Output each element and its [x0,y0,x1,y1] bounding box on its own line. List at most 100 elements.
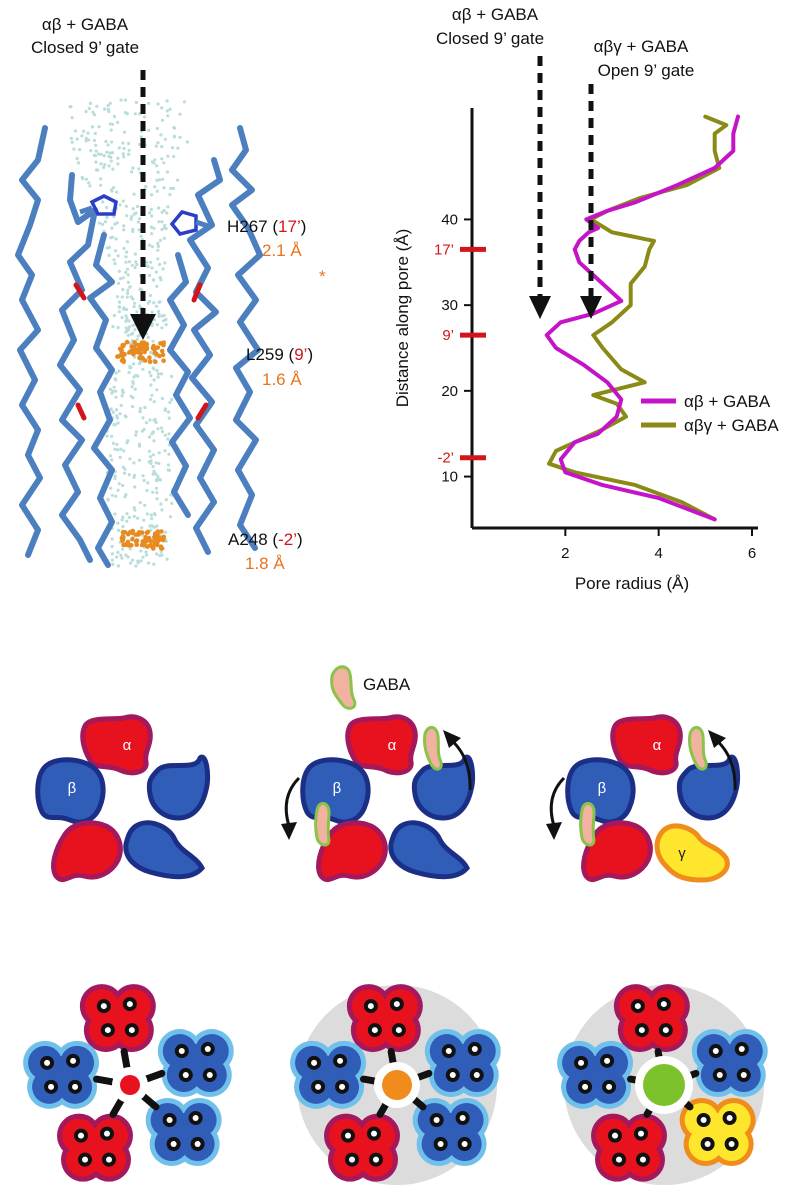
pore-dot [110,544,114,549]
pore-dot [169,493,173,497]
pore-dot [70,140,74,144]
closed-gate-arrowhead [130,314,156,340]
pore-center [382,1070,412,1100]
pore-dot [87,181,91,185]
pore-dot [141,416,145,420]
pore-dot [133,252,137,256]
helix-dot-core [740,1072,747,1079]
pore-dot [168,107,172,111]
pore-dot [152,562,156,566]
pore-dot [156,102,160,106]
pore-dot [112,313,116,318]
pore-dot [149,528,153,532]
pore-dot [160,314,164,318]
pore-dot [122,130,127,134]
pore-dot [150,324,154,328]
pore-dot [99,162,103,166]
pore-dot [127,515,131,520]
residue-l259-distance: 1.6 Å [262,370,302,389]
pore-dot [172,134,177,138]
gaba-legend-icon [330,665,357,710]
helix-dot-core [204,1046,211,1053]
pore-dot [116,488,120,492]
pore-dot [158,300,162,304]
pore-dot [155,524,159,528]
pore-dot [112,258,116,262]
pore-dot [75,137,79,141]
pore-dot [160,227,164,232]
helix-dot-core [700,1116,707,1123]
pore-dot [149,207,153,211]
pore-dot [149,459,153,463]
pore-dot [156,372,160,376]
pore-dot [155,552,159,556]
pentamer-3 [557,984,768,1185]
rotation-arrow-left [284,776,301,827]
pore-dot [155,189,159,193]
pore-dot [137,458,142,462]
pore-dot [82,129,86,133]
y-tick-label: 10 [441,469,458,486]
pore-dot [133,301,137,305]
x-tick-label: 6 [748,545,756,562]
helix-dot-core [194,1140,201,1147]
pore-dot [141,555,145,559]
helix-dot-core [82,1156,88,1163]
pore-dot [158,554,162,558]
helix-dot-core [393,1001,400,1008]
pore-dot [126,291,130,295]
pore-dot [124,326,128,330]
pore-dot [125,214,129,218]
pore-dot [106,143,110,147]
pore-dot [138,304,142,308]
pore-dot [165,170,169,174]
pore-dot [110,458,114,462]
subunit-beta [23,1040,100,1109]
pore-dot [111,325,115,329]
pore-dot [142,518,146,522]
pore-dot [139,559,143,563]
pore-dot [116,326,120,330]
pore-dot [160,118,165,122]
pore-dot [84,136,88,140]
pore-dot [150,160,154,164]
pore-dot [135,338,139,342]
pore-dot [139,135,143,139]
subunit-alpha-label: α [388,737,397,754]
pore-dot [122,306,126,310]
pore-dot [121,288,125,292]
pore-dot [109,159,113,163]
pore-dot [89,149,93,153]
pore-dot [115,295,120,299]
pore-dot [156,248,160,252]
pore-dot [142,427,146,432]
pore-dot [114,395,118,399]
subunit-alpha [79,984,156,1053]
subunit-beta-label: β [333,780,342,797]
pore-dot [110,140,114,144]
pore-dot [131,207,135,211]
gate-residue-dot [137,355,142,361]
pore-dot [125,307,129,312]
pore-dot [108,101,112,105]
pore-dot [150,214,154,218]
subunit-gamma [654,823,730,883]
pore-dot [156,170,160,174]
pore-dot [120,315,124,320]
pore-dot [170,374,174,379]
pore-dot [121,547,125,551]
pore-dot [144,550,148,554]
pore-dot [150,266,154,270]
gaba-molecule-left [579,802,596,847]
gate-residue-dot [159,529,164,534]
gaba-molecule-top [688,726,708,771]
gate-residue-dot [150,544,155,549]
pore-dot [117,146,121,150]
pore-dot [136,561,140,565]
pore-dot [160,429,164,434]
pore-dot [126,328,131,332]
chart-y-label: Distance along pore (Å) [393,229,412,408]
pore-dot [171,186,176,191]
subunit-beta [145,1097,222,1166]
panel-a-gate-label-2: Closed 9’ gate [31,38,139,57]
